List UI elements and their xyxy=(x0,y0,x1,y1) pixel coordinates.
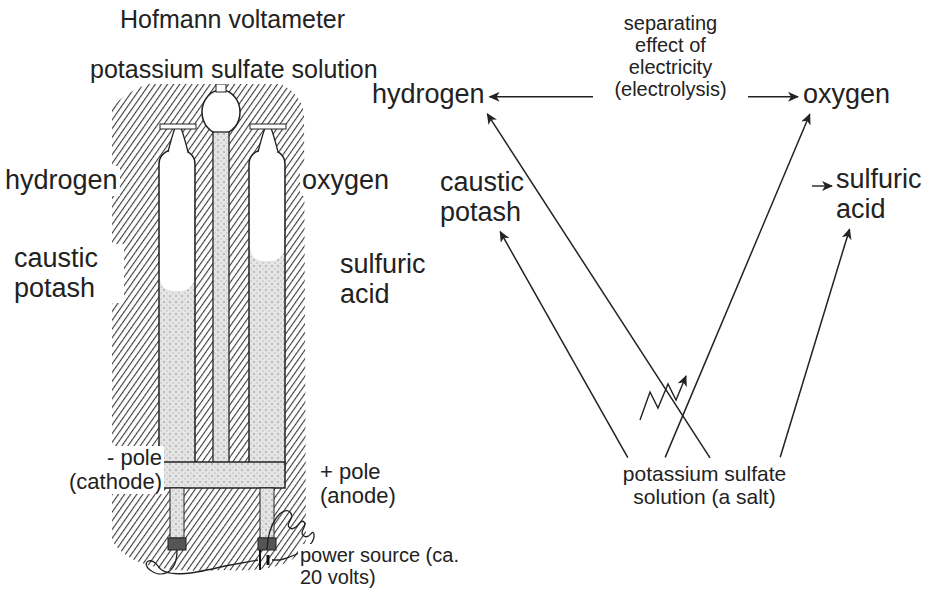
concept-node: separating effect of electricity (electr… xyxy=(598,12,743,100)
lightning-arrow xyxy=(640,376,686,420)
node-text: oxygen xyxy=(803,80,890,110)
node-text: potassium sulfate solution (a salt) xyxy=(622,462,787,508)
node-text: hydrogen xyxy=(372,80,485,110)
concept-node: sulfuric acid xyxy=(836,165,936,224)
stopcock xyxy=(250,124,286,129)
part-label: hydrogen xyxy=(3,166,120,196)
battery-plate xyxy=(267,555,270,565)
node-text: separating effect of electricity (electr… xyxy=(598,12,743,100)
concept-node: hydrogen xyxy=(372,80,485,110)
arrow-connector xyxy=(665,114,810,457)
hydrogen-gas xyxy=(160,151,194,291)
reservoir-neck xyxy=(216,84,226,92)
small-arrow xyxy=(812,185,832,186)
node-text: caustic potash xyxy=(440,168,545,227)
part-label: + pole (anode) xyxy=(318,460,432,508)
arrow-connector xyxy=(487,114,710,458)
wire xyxy=(146,550,258,574)
cathode-terminal xyxy=(168,538,186,550)
anode-tube xyxy=(249,150,285,480)
part-label: oxygen xyxy=(300,166,391,196)
part-label: potassium sulfate solution xyxy=(88,56,380,84)
concept-node: potassium sulfate solution (a salt) xyxy=(622,462,787,508)
anode-stem xyxy=(260,488,274,538)
cathode-tube xyxy=(159,150,195,480)
arrow-connector xyxy=(500,232,628,458)
cathode-neck xyxy=(168,128,188,152)
reservoir-bulb xyxy=(202,90,240,134)
oxygen-gas xyxy=(250,151,284,261)
part-label: sulfuric acid xyxy=(338,250,450,309)
stopcock xyxy=(160,124,196,129)
arrow-connector xyxy=(780,229,849,457)
concept-node: caustic potash xyxy=(440,168,545,227)
part-label: - pole (cathode) xyxy=(52,446,164,494)
diagram-title: Hofmann voltameter xyxy=(118,6,347,34)
bottom-bridge xyxy=(159,462,285,488)
anode-neck xyxy=(258,128,278,152)
part-label: caustic potash xyxy=(12,244,124,303)
concept-node: oxygen xyxy=(803,80,890,110)
part-label: power source (ca. 20 volts) xyxy=(298,544,462,588)
arrow-connector xyxy=(748,96,798,98)
battery-plate xyxy=(259,550,261,570)
node-text: sulfuric acid xyxy=(836,165,936,224)
arrow-connector xyxy=(490,96,593,98)
cathode-stem xyxy=(170,488,184,538)
center-tube xyxy=(213,132,229,472)
shading-background xyxy=(112,77,306,571)
